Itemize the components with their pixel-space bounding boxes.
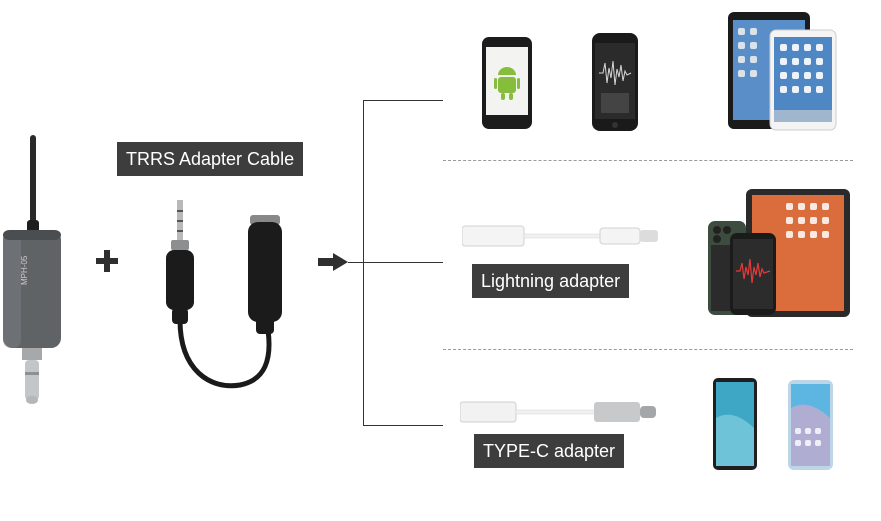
typec-adapter-label: TYPE-C adapter <box>474 434 625 468</box>
ipad-pair <box>728 12 838 132</box>
trrs-adapter-cable <box>150 200 300 400</box>
connector-line <box>348 262 364 263</box>
connector-line <box>363 262 443 263</box>
wireless-transmitter: MPH-05 <box>0 130 70 405</box>
transmitter-model-text: MPH-05 <box>20 255 29 285</box>
plus-icon <box>96 250 118 272</box>
separator <box>443 160 853 161</box>
typec-adapter-cable <box>460 400 660 424</box>
recorder-phone <box>592 33 638 131</box>
iphone-ipad-pair <box>706 189 851 317</box>
lightning-adapter-cable <box>462 224 662 248</box>
android-phone <box>482 37 532 129</box>
separator <box>443 349 853 350</box>
android-phone-pair <box>713 378 843 473</box>
lightning-adapter-label: Lightning adapter <box>472 264 630 298</box>
connector-line <box>363 425 443 426</box>
trrs-cable-label: TRRS Adapter Cable <box>117 142 304 176</box>
arrow-right-icon <box>318 253 348 271</box>
connector-line <box>363 100 443 101</box>
